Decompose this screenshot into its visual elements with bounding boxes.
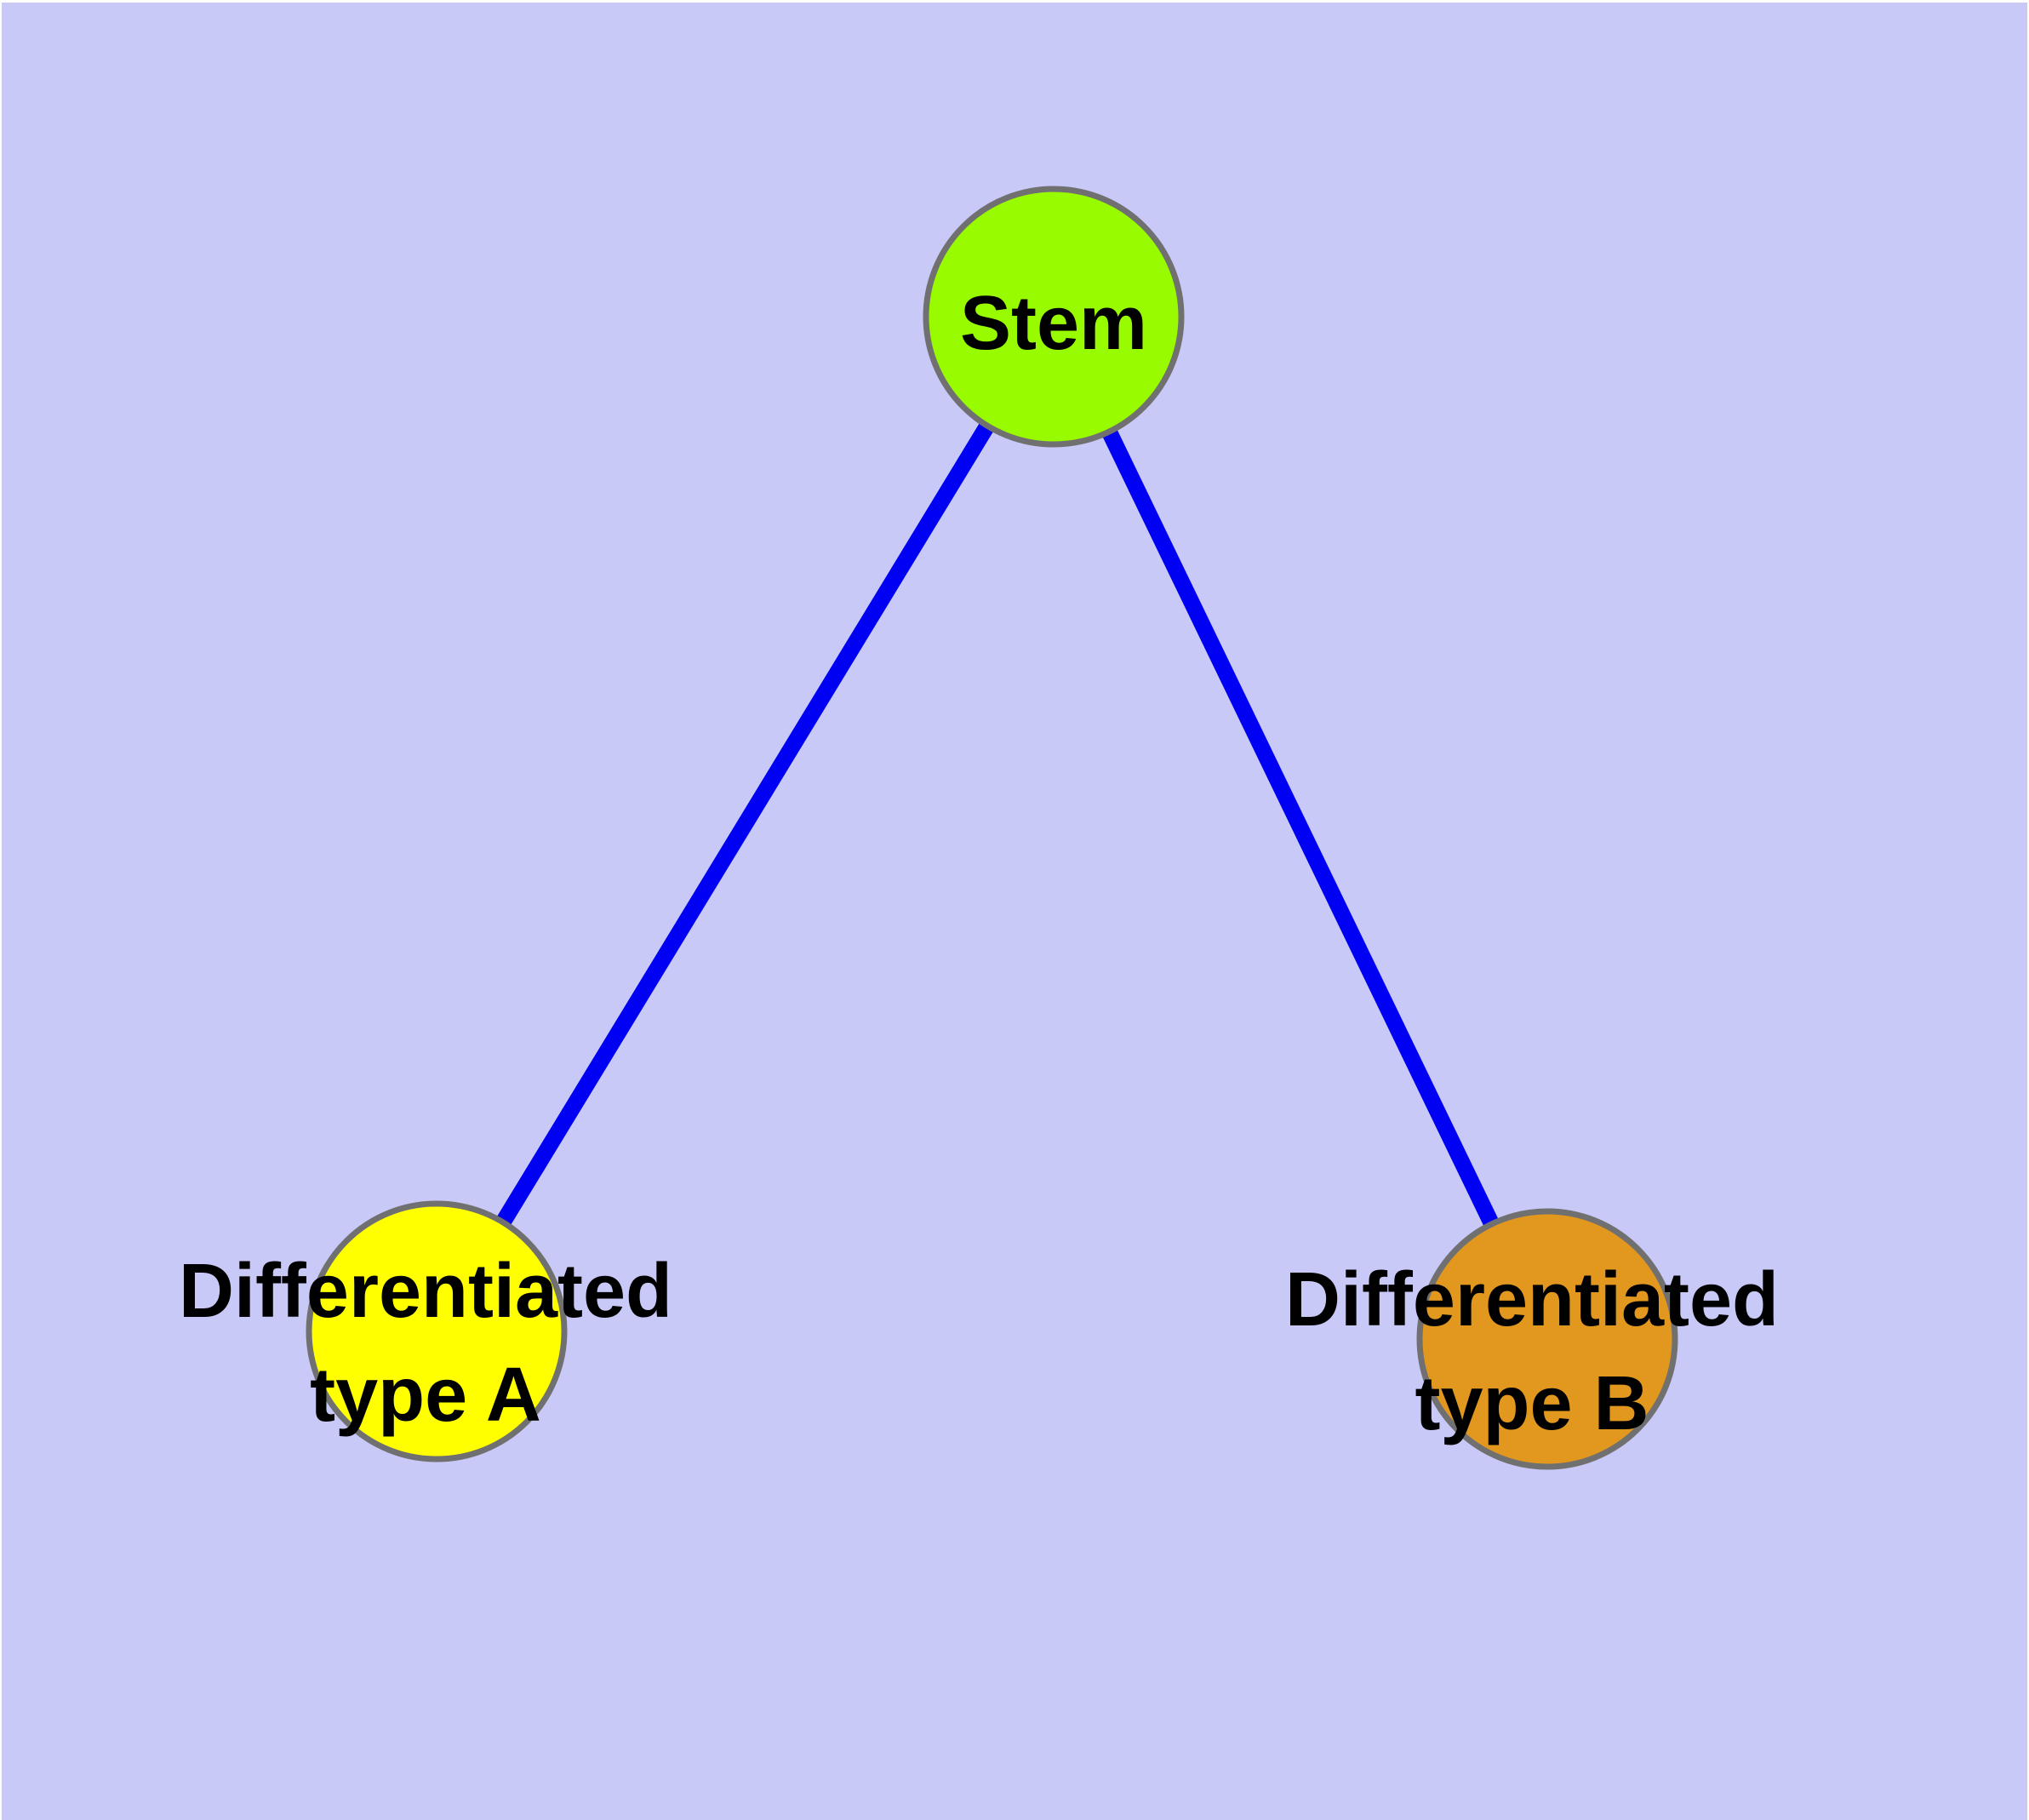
node-type-a-circle [306, 1200, 568, 1462]
node-type-a-label-line1: Differentiated [179, 1249, 672, 1334]
node-type-a-label-line2: type A [310, 1353, 541, 1438]
node-stem-label: Stem [960, 281, 1147, 366]
edge-stem-to-type-a [429, 312, 1061, 1336]
node-type-b-circle [1416, 1208, 1678, 1470]
edge-stem-to-type-b [1046, 312, 1555, 1343]
node-stem-circle [923, 186, 1185, 448]
node-type-b-label-line2: type B [1415, 1361, 1649, 1446]
node-differentiated-type-a: Differentiated type A [179, 1200, 672, 1462]
node-type-b-label-line1: Differentiated [1285, 1257, 1779, 1342]
node-differentiated-type-b: Differentiated type B [1285, 1208, 1779, 1470]
frame-strip-top [0, 0, 2029, 3]
frame-strip-left [0, 0, 2, 1820]
frame-strip-right [2027, 0, 2029, 1820]
node-stem: Stem [923, 186, 1185, 448]
